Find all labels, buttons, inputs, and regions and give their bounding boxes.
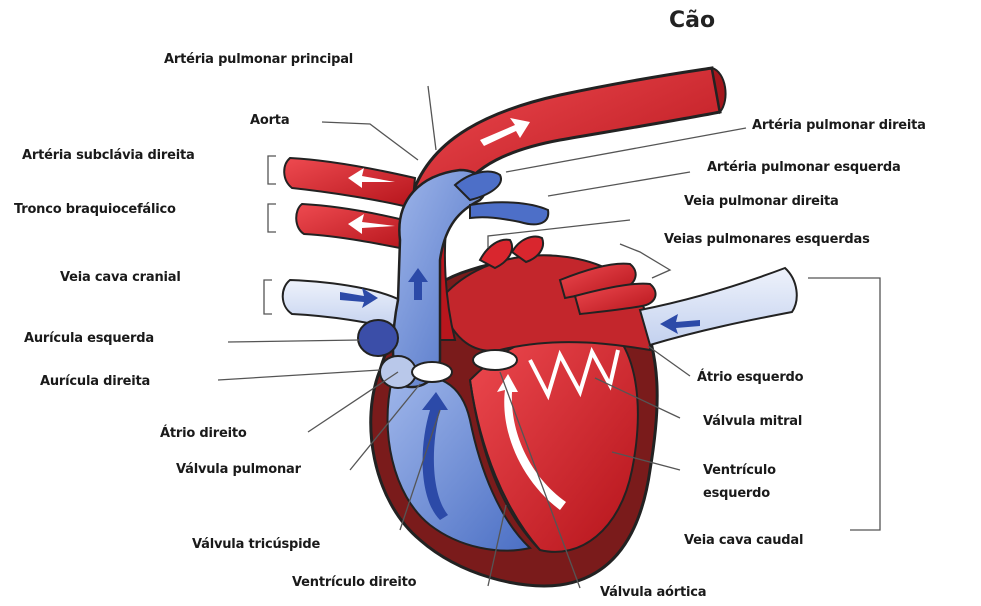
label-veia-cava-caudal: Veia cava caudal [684, 533, 803, 548]
label-aorta: Aorta [250, 113, 289, 128]
label-ventriculo-esquerdo-line2: esquerdo [703, 486, 770, 501]
pulmonary-valve [412, 362, 452, 382]
label-ventriculo-esquerdo-line1: Ventrículo [703, 463, 776, 478]
leader-auricula-esquerda [228, 340, 360, 342]
leader-tronco-braquiocefalico [268, 204, 276, 232]
right-pulmonary-artery [470, 202, 548, 224]
label-arteria-subclavia-direita: Artéria subclávia direita [22, 148, 195, 163]
leader-arteria-pulmonar-esquerda [548, 172, 690, 196]
label-veia-cava-cranial: Veia cava cranial [60, 270, 181, 285]
leader-arteria-pulmonar-principal [428, 86, 436, 150]
label-valvula-mitral: Válvula mitral [703, 414, 802, 429]
label-arteria-pulmonar-principal: Artéria pulmonar principal [164, 52, 353, 67]
label-arteria-pulmonar-direita: Artéria pulmonar direita [752, 118, 926, 133]
label-arteria-pulmonar-esquerda: Artéria pulmonar esquerda [707, 160, 901, 175]
label-valvula-pulmonar: Válvula pulmonar [176, 462, 301, 477]
aortic-valve [473, 350, 517, 370]
leader-aorta [322, 122, 418, 160]
label-valvula-tricuspide: Válvula tricúspide [192, 537, 320, 552]
label-atrio-direito: Átrio direito [160, 426, 247, 441]
label-atrio-esquerdo: Átrio esquerdo [697, 370, 803, 385]
label-valvula-aortica: Válvula aórtica [600, 585, 706, 600]
label-veia-pulmonar-direita: Veia pulmonar direita [684, 194, 839, 209]
leader-veia-cava-caudal [808, 278, 880, 530]
leader-arteria-subclavia-direita [268, 156, 276, 184]
caudal-vena-cava [640, 268, 797, 345]
diagram-title: Cão [669, 8, 715, 33]
label-ventriculo-direito: Ventrículo direito [292, 575, 416, 590]
label-auricula-direita: Aurícula direita [40, 374, 150, 389]
label-tronco-braquiocefalico: Tronco braquiocefálico [14, 202, 176, 217]
subclavian-artery [284, 158, 415, 208]
leader-auricula-direita [218, 370, 380, 380]
label-auricula-esquerda: Aurícula esquerda [24, 331, 154, 346]
label-veias-pulmonares-esquerdas: Veias pulmonares esquerdas [664, 232, 870, 247]
left-auricle [358, 320, 398, 356]
leader-veia-cava-cranial [264, 280, 272, 314]
